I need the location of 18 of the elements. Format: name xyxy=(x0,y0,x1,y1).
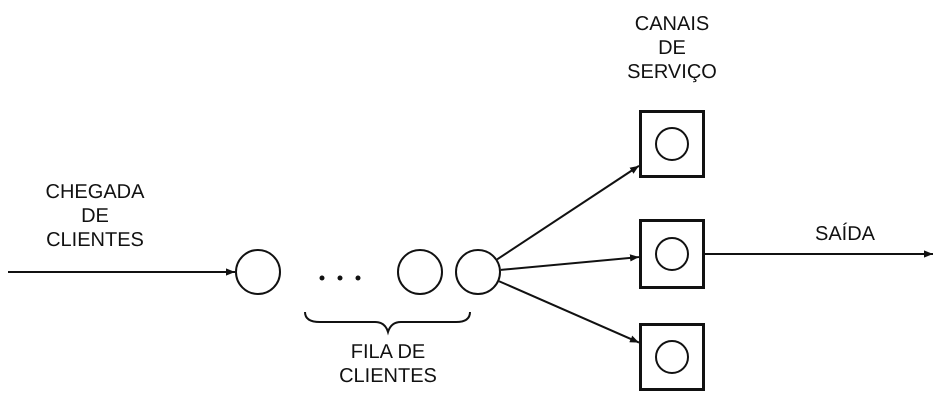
arrow xyxy=(498,280,640,344)
customer-circle xyxy=(455,249,501,295)
customer-circle xyxy=(397,249,443,295)
arrow xyxy=(496,164,640,260)
service-channel-box xyxy=(639,219,705,289)
customer-circle xyxy=(655,237,689,271)
customer-circle xyxy=(655,340,689,374)
caption-label: FILA DE CLIENTES xyxy=(338,340,438,388)
customer-circle xyxy=(235,249,281,295)
arrow xyxy=(500,254,640,271)
arrow xyxy=(8,268,235,276)
service-channel-box xyxy=(639,110,705,178)
arrow xyxy=(705,250,933,258)
edge-label: SAÍDA xyxy=(814,222,876,246)
service-channel-box xyxy=(639,323,705,391)
caption-label: CANAIS DE SERVIÇO xyxy=(626,12,718,84)
edge-label: CHEGADA DE CLIENTES xyxy=(44,180,146,252)
customer-circle xyxy=(655,127,689,161)
